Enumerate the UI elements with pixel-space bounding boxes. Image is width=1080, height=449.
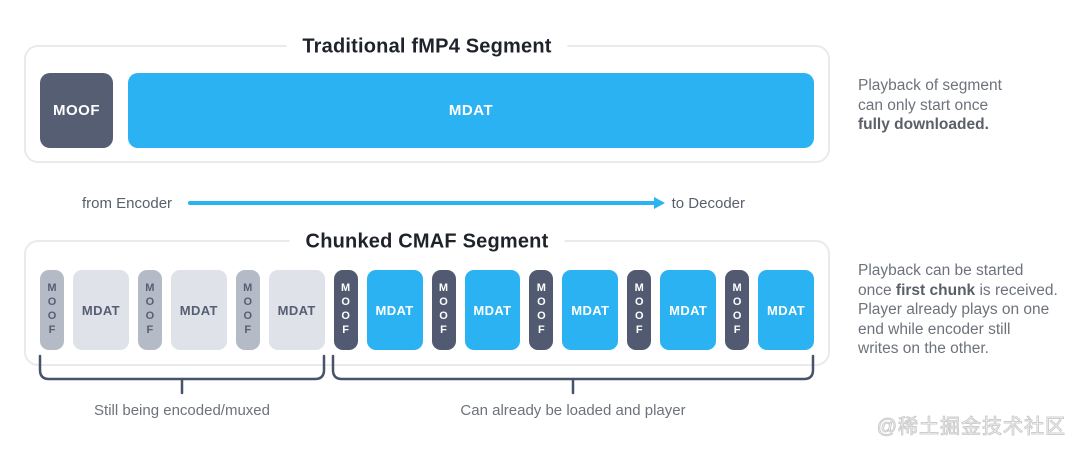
- chunk-moof-ready: MOOF: [431, 270, 456, 350]
- chunk-mdat-ready: MDAT: [366, 270, 423, 350]
- chunk-mdat-pending: MDAT: [73, 270, 129, 350]
- flow-row: from Encoder to Decoder: [82, 191, 745, 215]
- brace-right-label: Can already be loaded and player: [460, 402, 686, 419]
- brace-right-icon: [331, 354, 815, 381]
- watermark: @稀土掘金技术社区: [876, 416, 1066, 439]
- note-line-mixed: once first chunk is received.: [858, 281, 1058, 299]
- chunk-moof-ready: MOOF: [725, 270, 750, 350]
- to-decoder-label: to Decoder: [671, 194, 745, 212]
- chunk-moof-ready: MOOF: [333, 270, 358, 350]
- brace-left-label: Still being encoded/muxed: [94, 402, 270, 419]
- traditional-mdat-box: MDAT: [128, 73, 814, 148]
- chunk-mdat-pending: MDAT: [170, 270, 227, 350]
- note-line: end while encoder still: [858, 320, 1011, 338]
- traditional-segment-container: Traditional fMP4 Segment MOOF MDAT: [24, 35, 830, 163]
- chunk-moof-ready: MOOF: [627, 270, 652, 350]
- from-encoder-label: from Encoder: [82, 194, 173, 212]
- chunk-mdat-ready: MDAT: [758, 270, 814, 350]
- brace-left-icon: [38, 354, 326, 381]
- note-line: can only start once: [858, 96, 989, 114]
- chunk-moof-ready: MOOF: [529, 270, 554, 350]
- chunk-mdat-ready: MDAT: [562, 270, 619, 350]
- note-line: Player already plays on one: [858, 301, 1050, 318]
- chunked-segment-title: Chunked CMAF Segment: [289, 230, 565, 254]
- traditional-moof-box: MOOF: [40, 73, 113, 148]
- traditional-note: Playback of segment can only start once …: [858, 76, 1073, 135]
- brace-icons: [38, 354, 815, 395]
- note-line-bold: fully downloaded.: [858, 116, 989, 133]
- chunk-row: MOOF MDAT MOOF MDAT MOOF MDAT MOOF MDAT MOOF MDAT…: [40, 270, 814, 350]
- chunk-moof-pending: MOOF: [235, 270, 260, 350]
- flow-arrow-icon: [188, 201, 656, 205]
- chunk-mdat-ready: MDAT: [464, 270, 521, 350]
- chunk-mdat-ready: MDAT: [660, 270, 717, 350]
- chunk-mdat-pending: MDAT: [268, 270, 325, 350]
- traditional-segment-title: Traditional fMP4 Segment: [286, 35, 568, 59]
- note-line: writes on the other.: [858, 340, 989, 357]
- chunk-moof-pending: MOOF: [40, 270, 64, 350]
- note-line: Playback can be started: [858, 262, 1024, 279]
- note-line: Playback of segment: [858, 77, 1002, 94]
- chunked-note: Playback can be started once first chunk…: [858, 261, 1073, 359]
- chunk-moof-pending: MOOF: [137, 270, 162, 350]
